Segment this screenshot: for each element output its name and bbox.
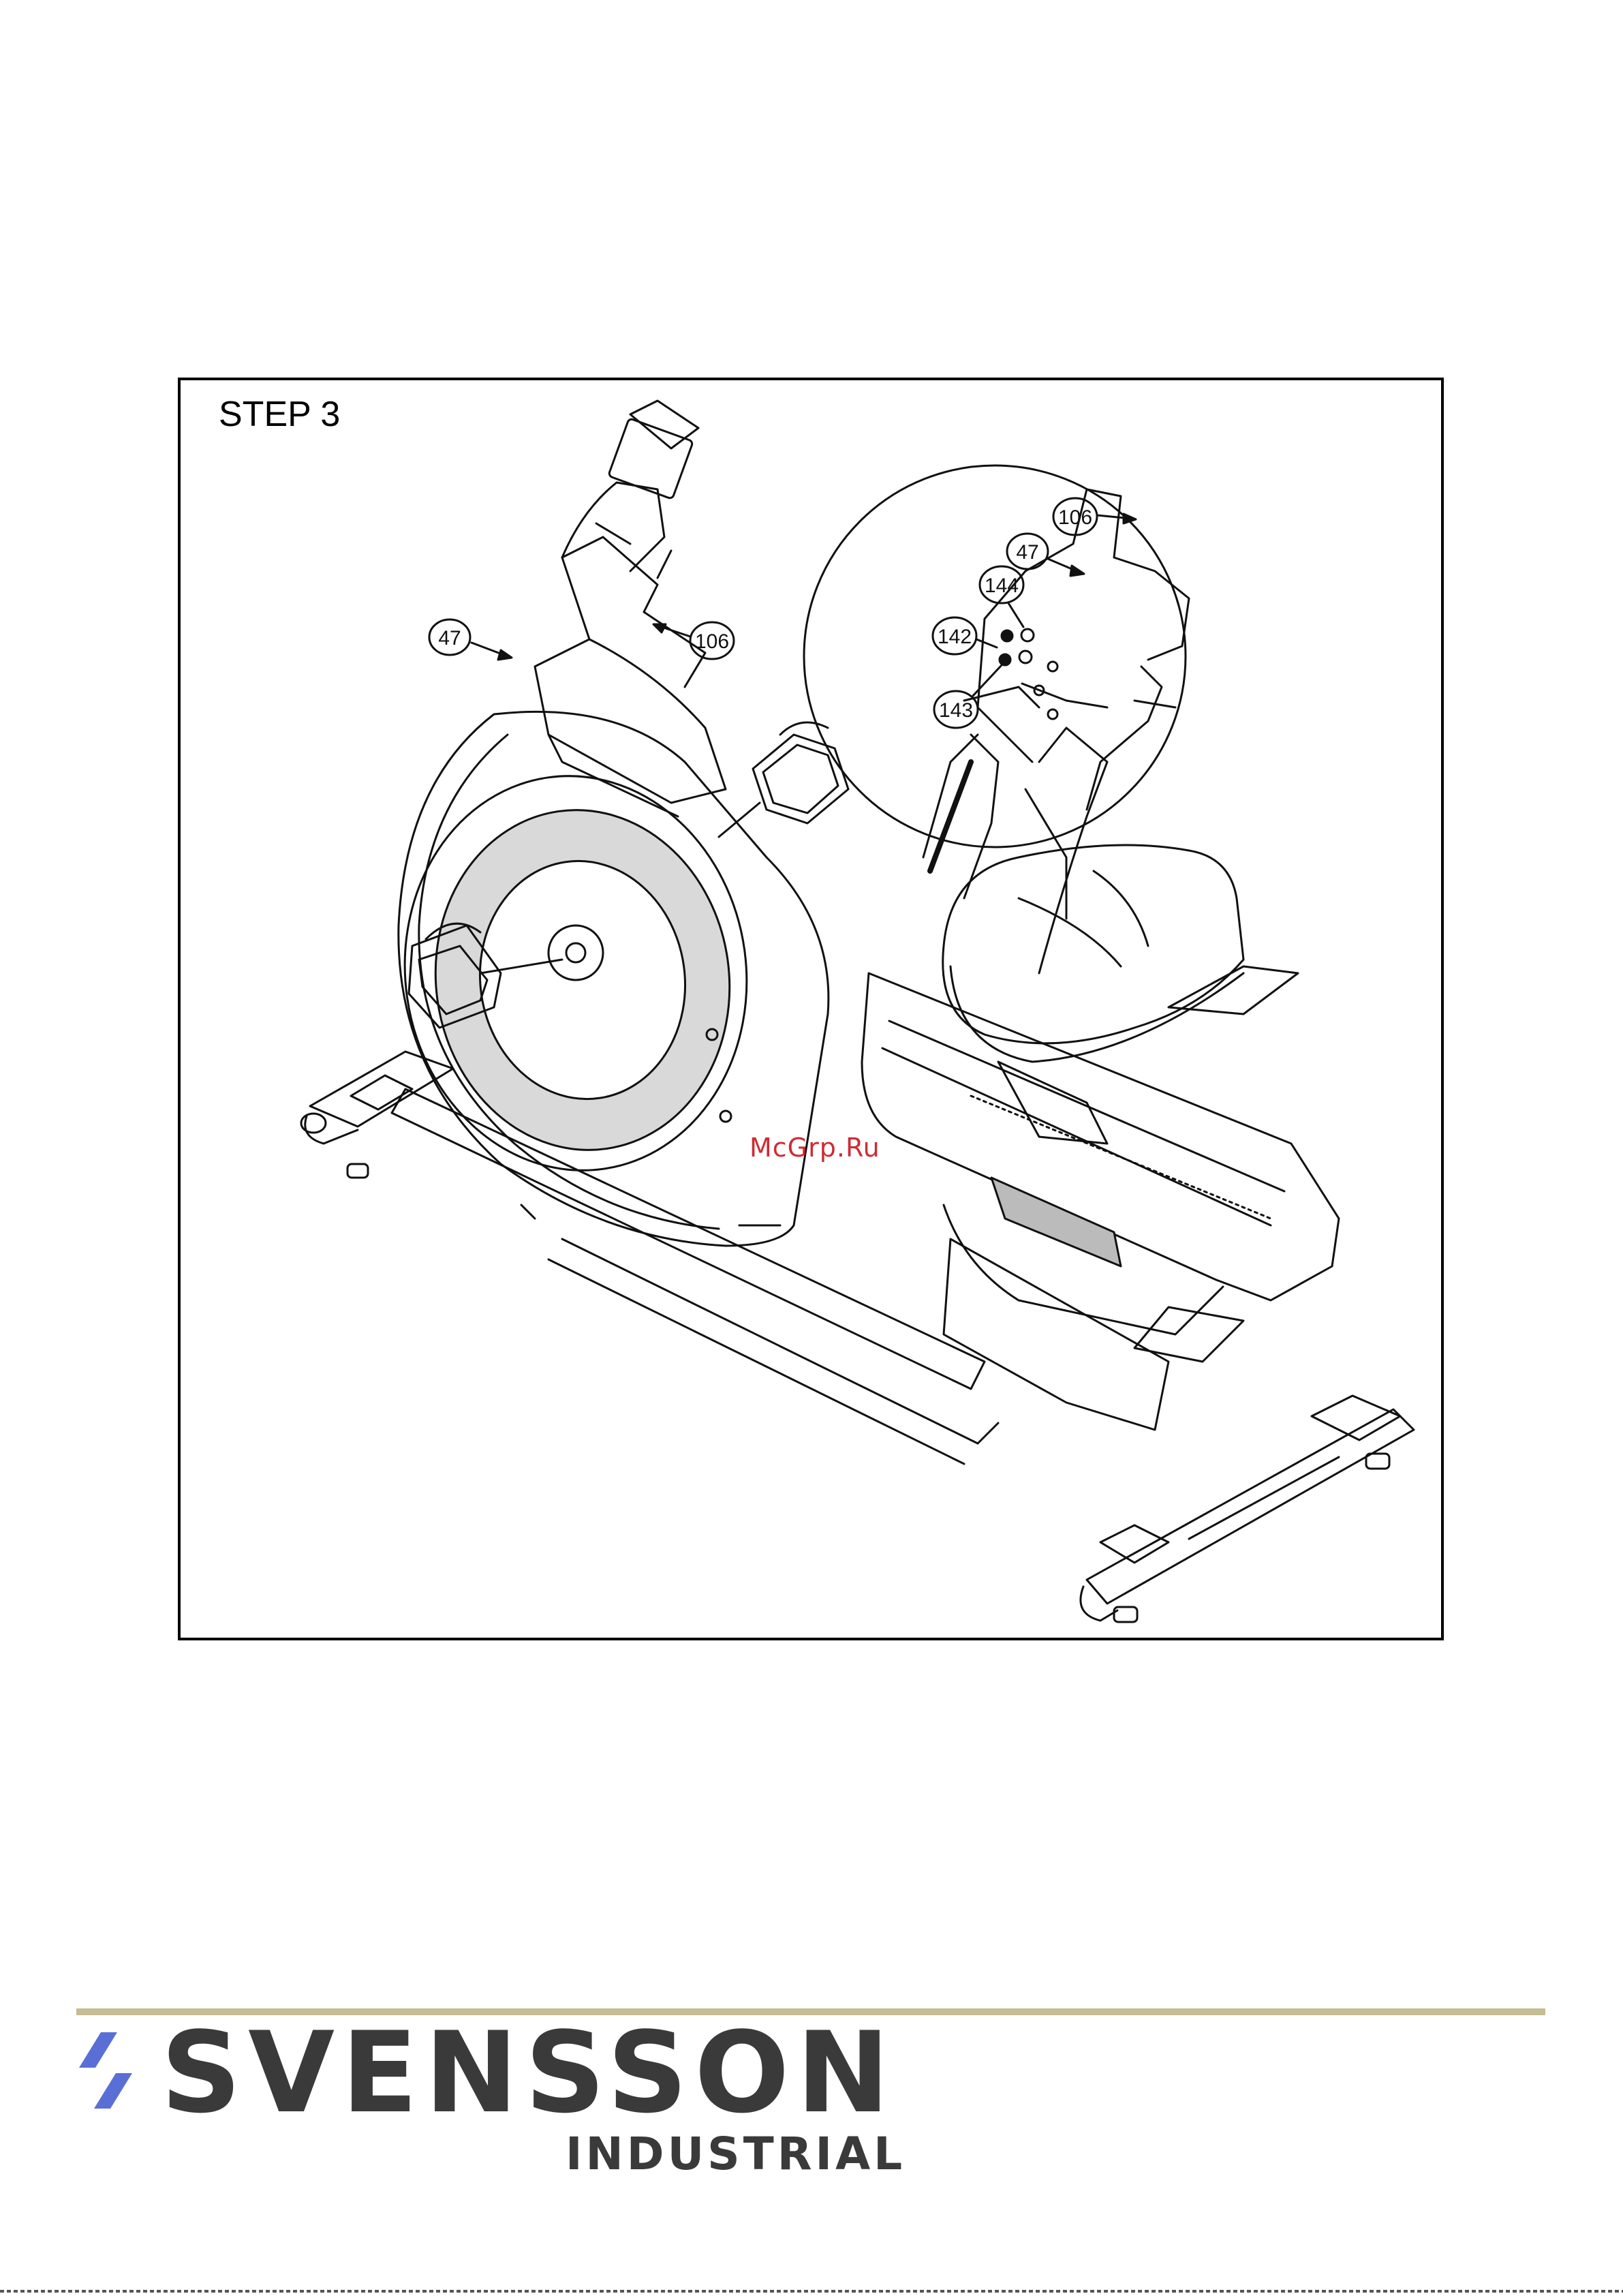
rear-stabilizer [1081, 1396, 1414, 1622]
seat-carriage [944, 1062, 1223, 1430]
callout-47-main: 47 [429, 619, 512, 660]
svg-text:106: 106 [695, 630, 729, 653]
bottom-rule [0, 2290, 1623, 2293]
seat-cushion [943, 845, 1298, 1062]
brand-name: SVENSSON [161, 2017, 897, 2129]
svg-text:143: 143 [939, 699, 973, 722]
callout-143-detail: 143 [934, 665, 1002, 728]
assembly-step-frame: STEP 3 [178, 378, 1444, 1640]
callout-106-detail: 106 [1053, 498, 1136, 535]
svg-text:47: 47 [438, 627, 461, 649]
svg-text:142: 142 [938, 626, 972, 648]
callout-47-detail: 47 [1007, 534, 1084, 576]
callout-106-main: 106 [653, 622, 734, 659]
svg-text:47: 47 [1016, 541, 1038, 564]
console-mast [535, 401, 726, 816]
brand-slash-icon [75, 2032, 143, 2109]
brand-subtitle: INDUSTRIAL [566, 2132, 906, 2177]
right-pedal [719, 722, 848, 837]
detail-magnifier [804, 465, 1189, 973]
svg-text:144: 144 [985, 575, 1019, 597]
exercise-bike-drawing: 47 106 106 47 144 [181, 380, 1441, 1638]
watermark-text: McGrp.Ru [749, 1133, 880, 1163]
seat-rail [862, 973, 1339, 1362]
svg-text:106: 106 [1058, 506, 1092, 529]
callout-142-detail: 142 [933, 617, 997, 654]
